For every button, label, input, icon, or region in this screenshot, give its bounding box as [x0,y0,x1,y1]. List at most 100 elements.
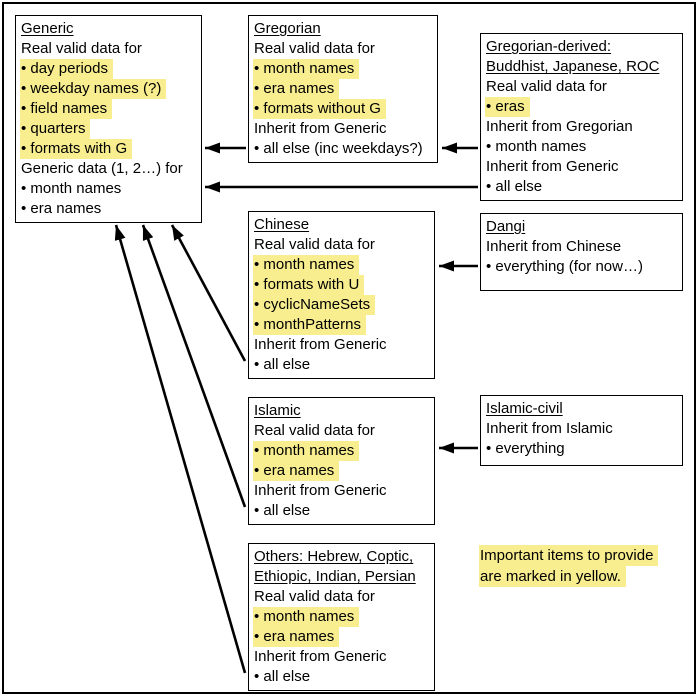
line-text: • all else [254,502,311,519]
arrow-islamic-to-generic [141,224,247,508]
line-text: • formats without G [253,99,386,119]
box-gregorian-derived: Gregorian-derived: Buddhist, Japanese, RO… [480,33,683,201]
line-text: • weekday names (?) [20,79,167,99]
bullet-line: • cyclicNameSets [253,295,429,315]
bullet-line: • month names [21,179,196,199]
bullet-line: • all else [486,177,677,197]
text-line: Real valid data for [21,39,196,59]
bullet-line: • all else [254,501,429,521]
box-title-line: Ethiopic, Indian, Persian [254,567,429,587]
text-line: Inherit from Generic [254,481,429,501]
line-text: Real valid data for [21,40,142,57]
line-text: Dangi [486,218,526,235]
text-line: Inherit from Generic [254,119,432,139]
line-text: Real valid data for [486,78,607,95]
text-line: Inherit from Generic [254,335,429,355]
arrow-chinese-to-generic [170,224,247,362]
box-title-line: Gregorian [254,19,432,39]
box-title-line: Dangi [486,217,677,237]
bullet-line: • era names [21,199,196,219]
bullet-line: • field names [20,99,196,119]
bullet-line: • quarters [20,119,196,139]
line-text: Gregorian [254,20,321,37]
line-text: Chinese [254,216,310,233]
text-line: Real valid data for [254,421,429,441]
line-text: Gregorian-derived: [486,38,612,55]
line-text: Real valid data for [254,588,375,605]
bullet-line: • weekday names (?) [20,79,196,99]
bullet-line: • month names [253,59,432,79]
line-text: • all else [254,356,311,373]
box-title-line: Others: Hebrew, Coptic, [254,547,429,567]
line-text: • month names [486,138,587,155]
line-text: Real valid data for [254,40,375,57]
line-text: Buddhist, Japanese, ROC [486,58,660,75]
line-text: Inherit from Generic [254,120,387,137]
line-text: • era names [253,627,340,647]
text-line: Inherit from Generic [254,647,429,667]
line-text: • era names [253,461,340,481]
line-text: • everything [486,440,565,457]
bullet-line: • month names [253,607,429,627]
bullet-line: • era names [253,461,429,481]
line-text: Inherit from Generic [254,336,387,353]
box-title-line: Gregorian-derived: [486,37,677,57]
text-line: Real valid data for [254,587,429,607]
line-text: Inherit from Gregorian [486,118,633,135]
line-text: • day periods [20,59,113,79]
box-title-line: Islamic-civil [486,399,677,419]
line-text: • all else (inc weekdays?) [254,140,423,157]
bullet-line: • era names [253,79,432,99]
text-line: Real valid data for [254,235,429,255]
line-text: Real valid data for [254,236,375,253]
line-text: Islamic-civil [486,400,563,417]
bullet-line: • formats with G [20,139,196,159]
line-text: Inherit from Generic [486,158,619,175]
line-text: • quarters [20,119,91,139]
text-line: Real valid data for [486,77,677,97]
box-title-line: Buddhist, Japanese, ROC [486,57,677,77]
line-text: Inherit from Islamic [486,420,613,437]
bullet-line: • month names [253,255,429,275]
line-text: Inherit from Generic [254,482,387,499]
line-text: • era names [253,79,340,99]
text-line: Generic data (1, 2…) for [21,159,196,179]
bullet-line: • formats without G [253,99,432,119]
line-text: Generic data (1, 2…) for [21,160,183,177]
line-text: Inherit from Chinese [486,238,622,255]
line-text: Inherit from Generic [254,648,387,665]
line-text: • all else [254,668,311,685]
line-text: • month names [253,59,360,79]
box-title-line: Islamic [254,401,429,421]
text-line: Inherit from Islamic [486,419,677,439]
bullet-line: • all else (inc weekdays?) [254,139,432,159]
bullet-line: • everything (for now…) [486,257,677,277]
line-text: • month names [253,255,360,275]
line-text: • field names [20,99,113,119]
text-line: Inherit from Gregorian [486,117,677,137]
text-line: Important items to provide [479,545,659,566]
box-others: Others: Hebrew, Coptic, Ethiopic, Indian,… [248,543,435,691]
arrow-others-to-generic [114,224,247,674]
text-line: Inherit from Generic [486,157,677,177]
bullet-line: • all else [254,667,429,687]
line-text: Others: Hebrew, Coptic, [254,548,414,565]
line-text: • monthPatterns [253,315,366,335]
line-text: • all else [486,178,543,195]
line-text: Real valid data for [254,422,375,439]
bullet-line: • all else [254,355,429,375]
line-text: Important items to provide [479,545,659,566]
line-text: • eras [485,97,530,117]
bullet-line: • day periods [20,59,196,79]
line-text: are marked in yellow. [479,566,626,587]
bullet-line: • everything [486,439,677,459]
line-text: • formats with U [253,275,365,295]
line-text: Generic [21,20,74,37]
